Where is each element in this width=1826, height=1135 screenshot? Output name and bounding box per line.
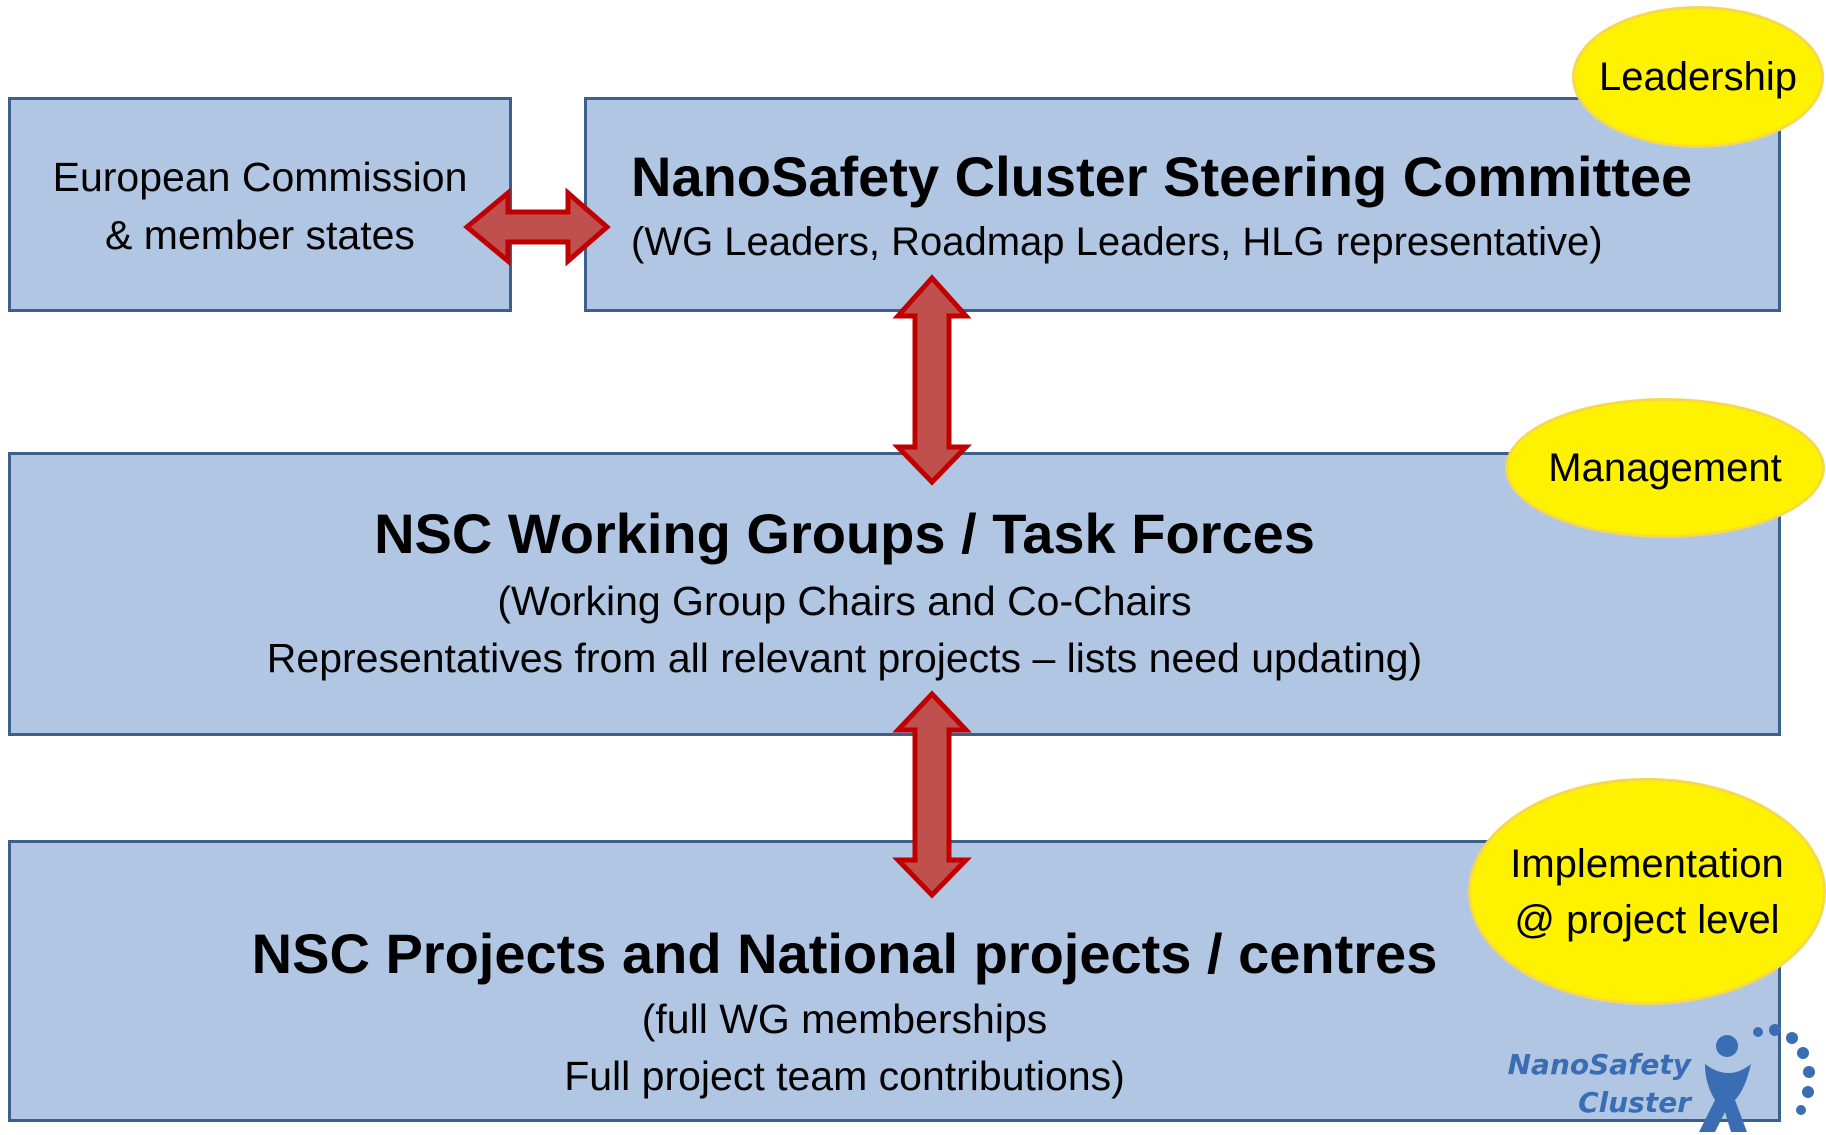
implementation-text-line-2: @ project level [1514, 897, 1780, 942]
management-label: Management [1505, 398, 1825, 538]
steering-committee-title: NanoSafety Cluster Steering Committee [631, 145, 1693, 208]
ec-line-2: & member states [105, 212, 415, 258]
projects-line-1: (full WG memberships [641, 996, 1048, 1042]
working-groups-title: NSC Working Groups / Task Forces [374, 502, 1315, 565]
management-text: Management [1548, 446, 1782, 490]
working-groups-line-1: (Working Group Chairs and Co-Chairs [497, 578, 1192, 624]
logo-wordmark: NanoSafety Cluster [1508, 1046, 1691, 1122]
implementation-label: Implementation @ project level [1468, 778, 1826, 1005]
nanosafety-cluster-logo: NanoSafety Cluster [1470, 1020, 1826, 1135]
projects-line-2: Full project team contributions) [564, 1053, 1125, 1099]
european-commission-box: European Commission & member states [8, 97, 512, 312]
projects-title: NSC Projects and National projects / cen… [251, 922, 1438, 985]
logo-line-2: Cluster [1578, 1086, 1691, 1119]
working-groups-line-2: Representatives from all relevant projec… [266, 635, 1423, 681]
projects-description: (full WG memberships Full project team c… [11, 991, 1778, 1105]
steering-committee-box: NanoSafety Cluster Steering Committee (W… [584, 97, 1781, 312]
leadership-label: Leadership [1572, 6, 1824, 148]
logo-figure-icon [1699, 1024, 1815, 1132]
logo-line-1: NanoSafety [1507, 1048, 1691, 1081]
steering-committee-subtitle: (WG Leaders, Roadmap Leaders, HLG repres… [631, 220, 1603, 264]
european-commission-text: European Commission & member states [11, 148, 509, 264]
ec-line-1: European Commission [52, 154, 468, 200]
working-groups-description: (Working Group Chairs and Co-Chairs Repr… [11, 573, 1778, 687]
working-groups-box: NSC Working Groups / Task Forces (Workin… [8, 452, 1781, 736]
leadership-text: Leadership [1599, 55, 1797, 99]
implementation-text-line-1: Implementation [1510, 841, 1784, 886]
